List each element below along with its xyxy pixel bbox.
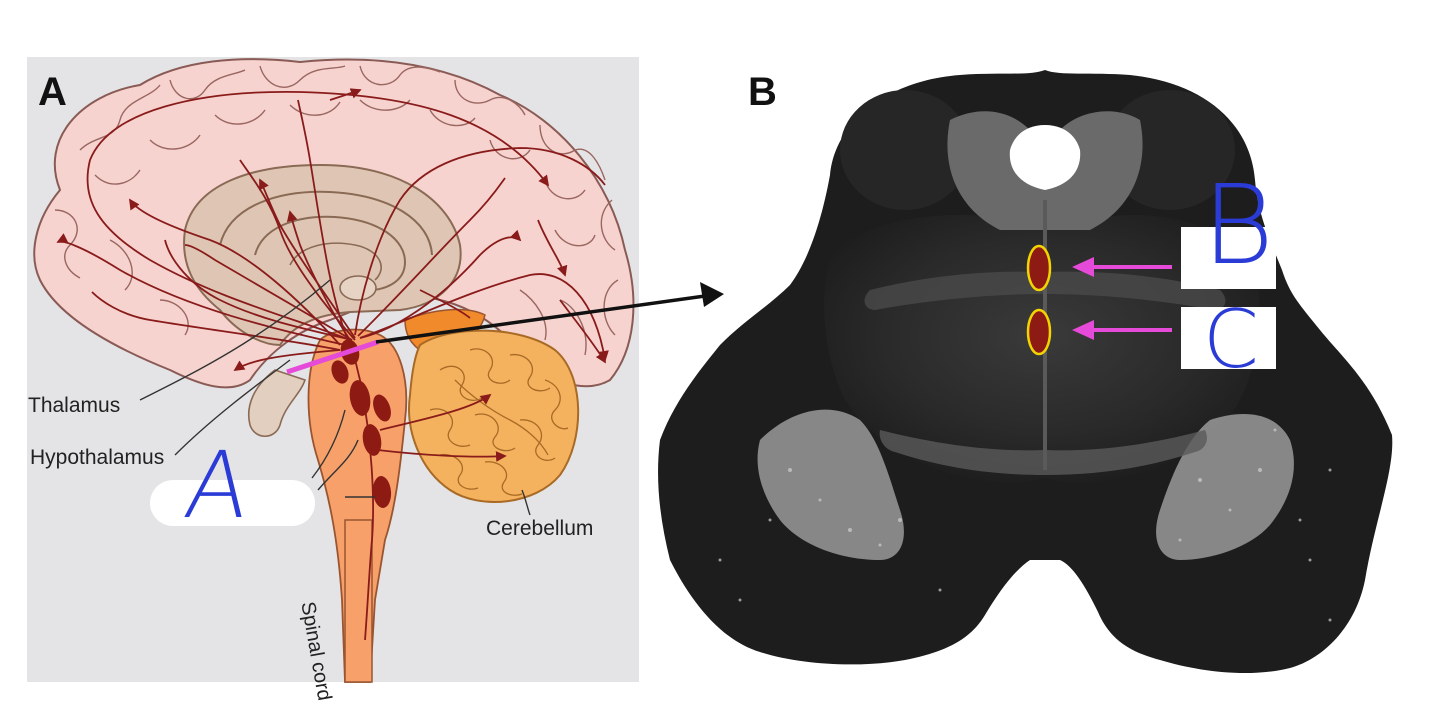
- handwritten-b: B: [1202, 161, 1275, 289]
- nucleus-oval-upper: [1026, 244, 1052, 292]
- answer-box-b: [1181, 227, 1276, 289]
- nucleus-oval-lower: [1026, 308, 1052, 356]
- pointer-arrow-b: [1072, 257, 1172, 277]
- thalamus-shape: [339, 275, 377, 301]
- pituitary: [248, 369, 307, 438]
- leader-lines: [139, 279, 531, 516]
- fourth-ventricle: [1009, 125, 1081, 190]
- spinal-cord: [344, 519, 373, 683]
- cerebellum: [408, 329, 580, 503]
- thalamus-label: Thalamus: [28, 394, 121, 417]
- panel-b: [658, 70, 1393, 674]
- pointer-arrow-c: [1072, 320, 1172, 340]
- corpus-callosum-arc: [219, 190, 433, 256]
- middle-peduncle-band-left: [757, 409, 904, 560]
- ascending-tracts: [56, 88, 609, 641]
- connector-arrow: [375, 282, 724, 344]
- answer-box-c: [1181, 307, 1276, 369]
- hypothalamus-label: Hypothalamus: [30, 446, 165, 469]
- panel-b-letter: B: [748, 70, 777, 114]
- panel-a: [27, 57, 639, 683]
- left-tegmentum: [840, 90, 970, 210]
- cerebellum-label: Cerebellum: [486, 517, 594, 540]
- reticular-nuclei: [331, 339, 392, 508]
- answer-box-a: [150, 480, 315, 526]
- section-plane-line: [286, 339, 379, 375]
- handwritten-c: C: [1203, 293, 1259, 386]
- handwritten-a: A: [178, 432, 257, 539]
- tissue-speckles: [718, 428, 1332, 622]
- panel-a-letter: A: [38, 70, 67, 114]
